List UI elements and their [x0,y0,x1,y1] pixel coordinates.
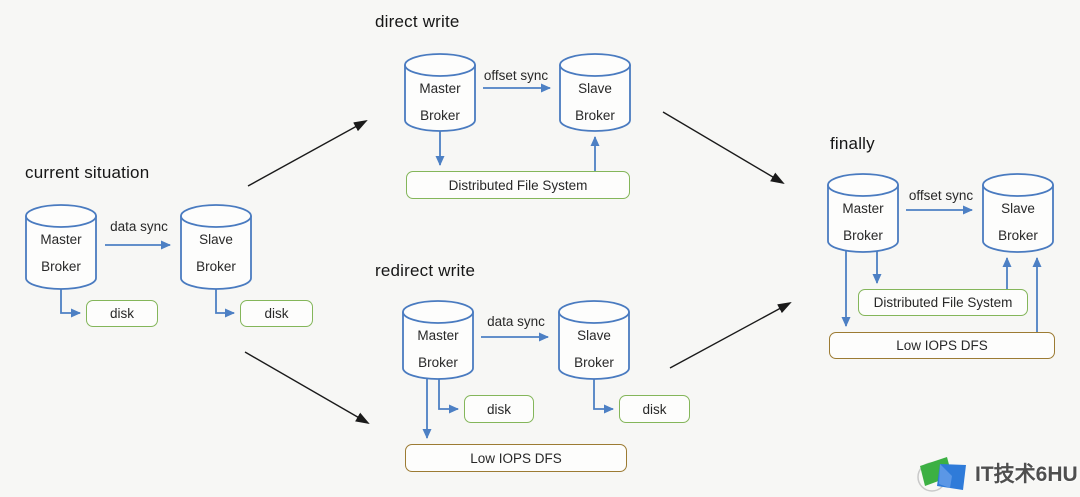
finally-master-broker-label: Master Broker [842,201,884,243]
direct-offset-sync-label: offset sync [483,68,549,83]
arrow-redirect-slave-to-disk [593,377,614,414]
arrow-current-to-direct [247,120,368,187]
redirect-master-broker-cylinder [402,300,474,380]
current-master-broker-label: Master Broker [40,232,82,274]
redirect-master-broker-label: Master Broker [417,328,459,370]
current-slave-broker-label: Slave Broker [196,232,236,274]
redirect-slave-disk-box: disk [619,395,690,423]
arrow-redirect-to-finally [669,302,792,369]
finally-master-broker-cylinder [827,173,899,253]
arrow-current-master-to-disk [60,286,81,318]
redirect-slave-broker-cylinder [558,300,630,380]
redirect-master-disk-box: disk [464,395,534,423]
section-title-current-situation: current situation [25,163,150,182]
watermark-book-icon [917,457,966,492]
direct-slave-broker-label: Slave Broker [575,81,615,123]
current-slave-broker-cylinder [180,204,252,290]
direct-dfs-box: Distributed File System [406,171,630,199]
section-title-redirect-write: redirect write [375,261,476,280]
arrow-current-to-redirect [244,351,370,424]
finally-offset-sync-label: offset sync [908,188,974,203]
current-data-sync-label: data sync [110,219,168,234]
direct-master-broker-label: Master Broker [419,81,461,123]
section-title-finally: finally [830,134,875,153]
section-title-direct-write: direct write [375,12,460,31]
finally-slave-broker-cylinder [982,173,1054,253]
finally-slave-broker-label: Slave Broker [998,201,1038,243]
direct-slave-broker-cylinder [559,53,631,132]
finally-dfs-box: Distributed File System [858,289,1028,316]
arrow-redirect-master-to-disk [438,377,459,414]
redirect-slave-broker-label: Slave Broker [574,328,614,370]
current-master-broker-cylinder [25,204,97,290]
watermark-text: IT技术6HU [975,463,1078,486]
watermark: IT技术6HU [912,452,1078,494]
arrow-direct-to-finally [662,111,785,185]
direct-master-broker-cylinder [404,53,476,132]
current-master-disk-box: disk [86,300,158,327]
redirect-data-sync-label: data sync [487,314,545,329]
redirect-low-iops-dfs-box: Low IOPS DFS [405,444,627,472]
current-slave-disk-box: disk [240,300,313,327]
finally-low-iops-dfs-box: Low IOPS DFS [829,332,1055,359]
arrow-current-slave-to-disk [215,286,235,318]
